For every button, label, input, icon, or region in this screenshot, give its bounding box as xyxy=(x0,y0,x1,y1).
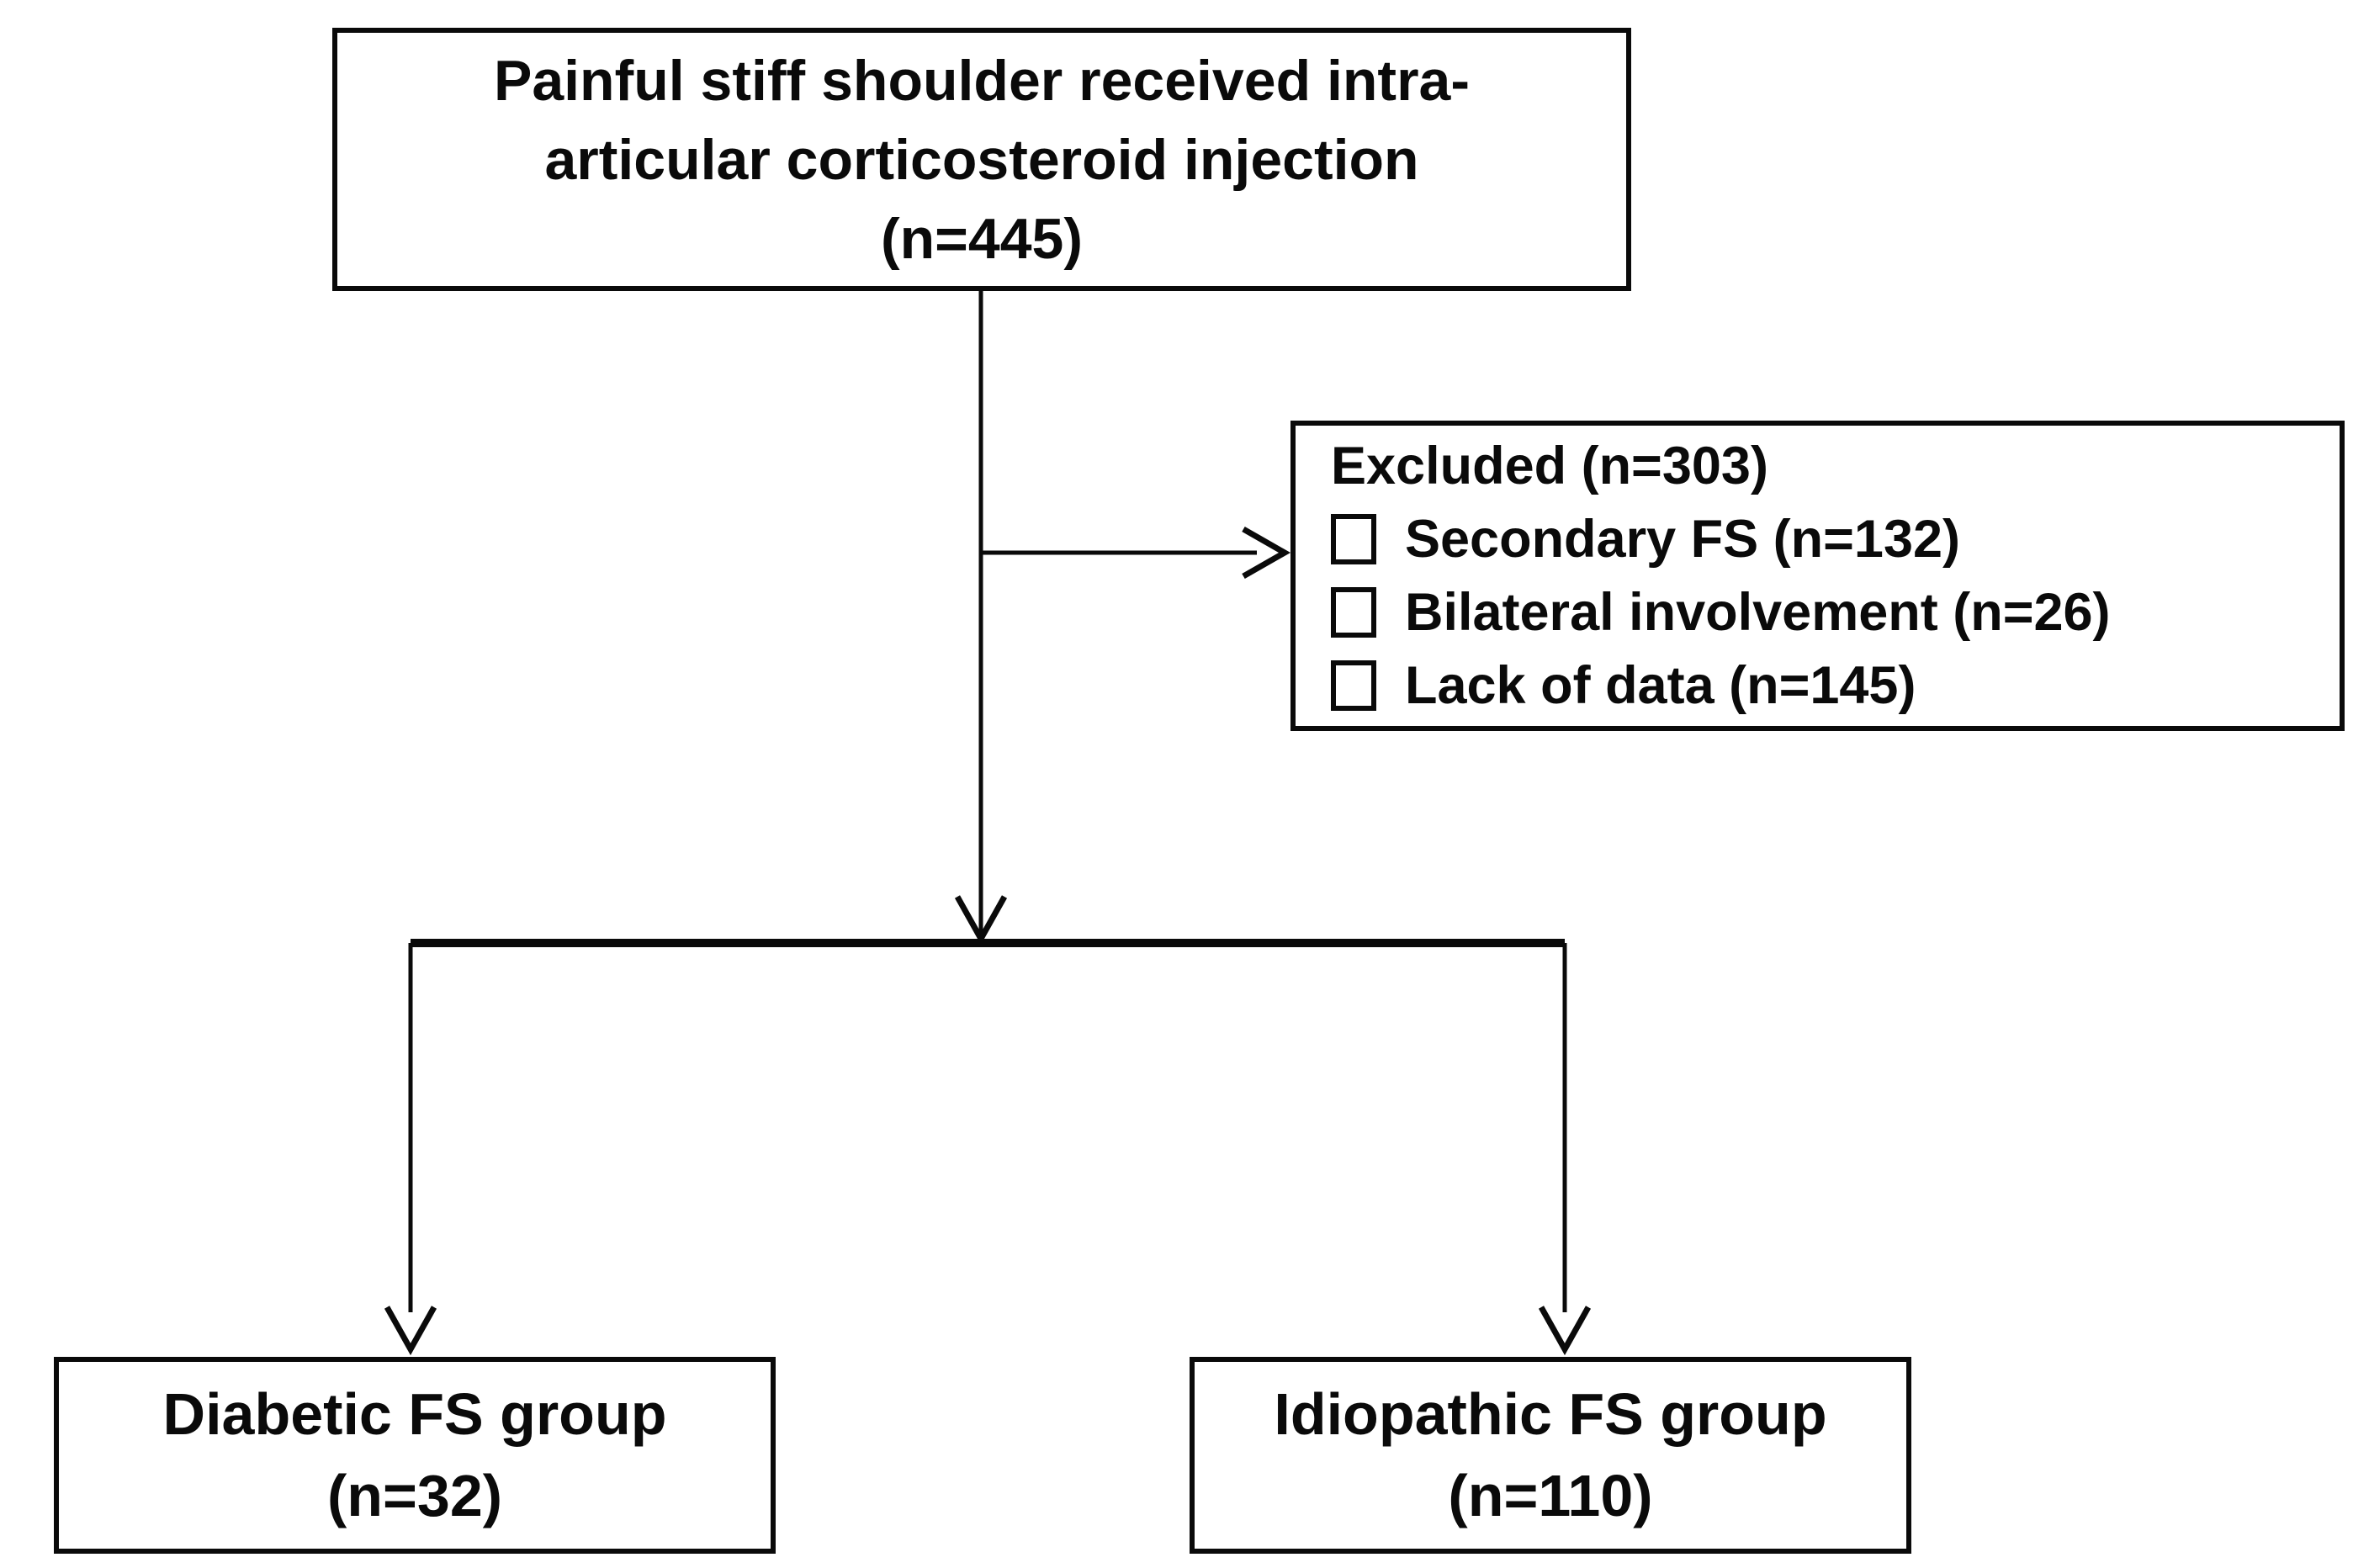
excluded-item-label: Bilateral involvement (n=26) xyxy=(1405,582,2111,642)
excluded-title: Excluded (n=303) xyxy=(1331,436,1768,495)
diabetic-group-label: Diabetic FS group xyxy=(162,1381,667,1447)
idiopathic-group-label: Idiopathic FS group xyxy=(1274,1381,1827,1447)
arrow-to-excluded xyxy=(981,526,1291,580)
arrow-right-branch-down xyxy=(1538,943,1592,1356)
arrow-main-down xyxy=(954,290,1008,946)
enrollment-text-line-1: Painful stiff shoulder received intra- xyxy=(493,48,1471,113)
arrowhead-right-icon xyxy=(1242,526,1291,580)
enrollment-count: (n=445) xyxy=(881,206,1083,271)
box-excluded: Excluded (n=303) Secondary FS (n=132) Bi… xyxy=(1290,421,2345,731)
excluded-item-label: Secondary FS (n=132) xyxy=(1405,509,1960,569)
excluded-item: Bilateral involvement (n=26) xyxy=(1331,576,2331,649)
empty-checkbox-icon xyxy=(1331,587,1376,638)
arrowhead-down-icon xyxy=(384,1306,437,1356)
excluded-item: Secondary FS (n=132) xyxy=(1331,503,2331,576)
arrow-left-branch-down xyxy=(384,943,437,1356)
box-diabetic-group: Diabetic FS group (n=32) xyxy=(54,1357,776,1554)
diabetic-group-count: (n=32) xyxy=(326,1463,503,1528)
arrowhead-down-icon xyxy=(954,895,1008,946)
box-enrollment: Painful stiff shoulder received intra- a… xyxy=(332,28,1631,291)
enrollment-text-line-2: articular corticosteroid injection xyxy=(544,127,1419,192)
empty-checkbox-icon xyxy=(1331,514,1376,564)
excluded-item-label: Lack of data (n=145) xyxy=(1405,655,1916,715)
idiopathic-group-count: (n=110) xyxy=(1448,1463,1653,1528)
empty-checkbox-icon xyxy=(1331,660,1376,711)
excluded-item: Lack of data (n=145) xyxy=(1331,649,2331,723)
box-idiopathic-group: Idiopathic FS group (n=110) xyxy=(1190,1357,1911,1554)
arrowhead-down-icon xyxy=(1538,1306,1592,1356)
